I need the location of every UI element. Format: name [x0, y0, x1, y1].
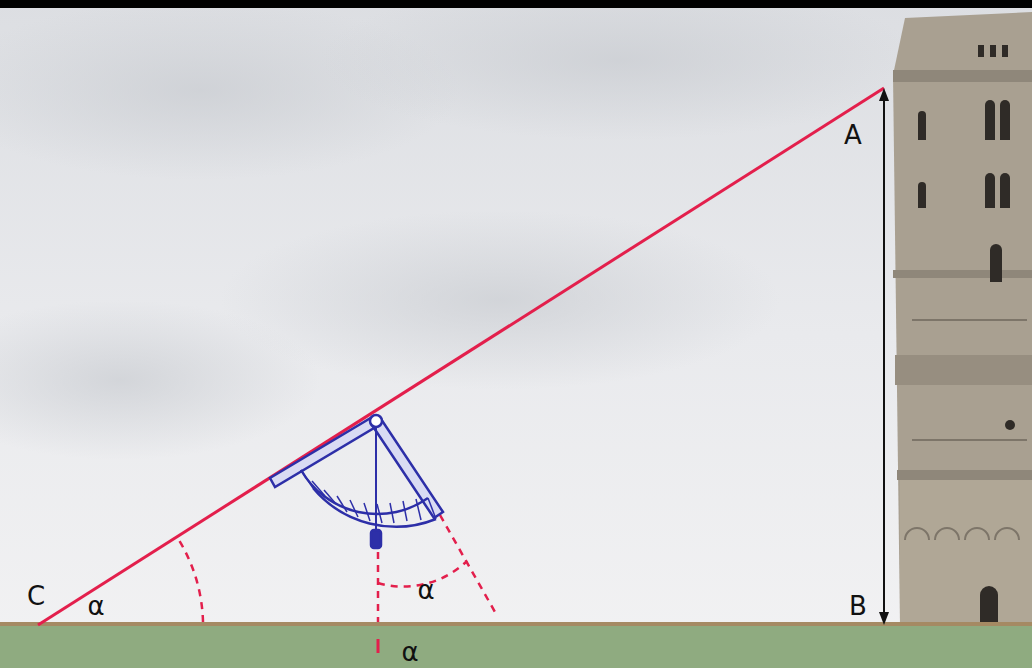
sight-line	[38, 88, 884, 625]
ground-line	[0, 622, 1032, 626]
angle-label: α	[401, 639, 418, 665]
top-bar	[0, 0, 1032, 8]
cloud	[320, 0, 920, 140]
point-label: B	[849, 593, 867, 619]
point-label: A	[844, 122, 862, 148]
angle-label: α	[417, 577, 434, 603]
cloud	[0, 300, 320, 460]
ground	[0, 625, 1032, 668]
angle-label: α	[87, 593, 104, 619]
point-label: C	[27, 583, 45, 609]
height-arrow	[879, 88, 889, 625]
angle-construction	[177, 515, 495, 622]
angle-tick	[377, 639, 380, 653]
quadrant-instrument	[270, 415, 443, 548]
bell-tower	[893, 12, 1032, 625]
